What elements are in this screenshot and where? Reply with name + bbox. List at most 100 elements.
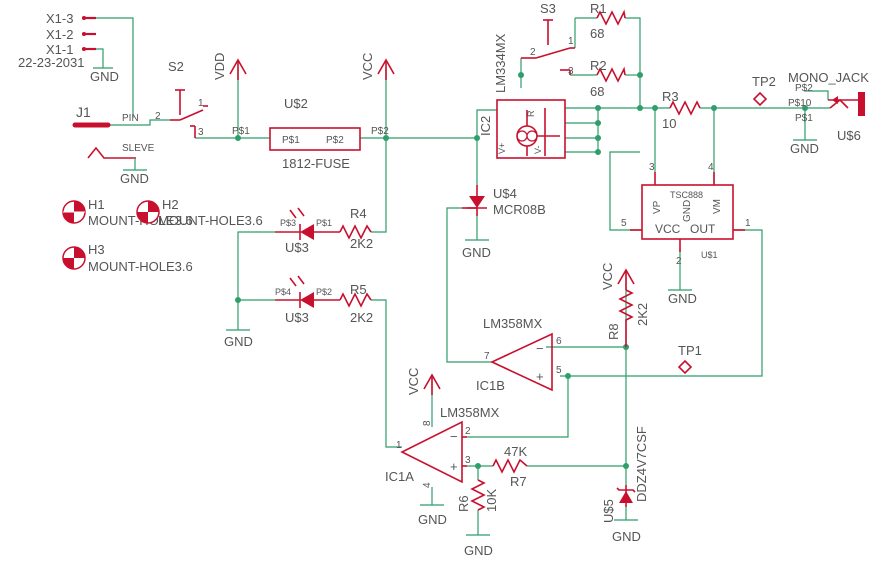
gnd-led: GND	[224, 329, 253, 349]
mono-jack-p2: P$2	[795, 83, 813, 94]
u5-gnd: GND	[612, 529, 641, 544]
s3-switch: S3 2 1 3	[521, 1, 575, 77]
u1-pin4: 4	[708, 162, 714, 173]
opamp-ic1a: − + LM358MX IC1A 1 2 3 8 4 GND	[385, 405, 500, 527]
r6-ref: R6	[456, 495, 471, 512]
ic1b-pin6: 6	[556, 336, 562, 347]
mono-jack-unit: U$6	[837, 128, 861, 143]
u1-pin1: 1	[745, 218, 751, 229]
vcc-ic1-symbol: VCC	[406, 368, 441, 395]
ic1b-ref: IC1B	[476, 378, 505, 393]
j1-ref: J1	[76, 104, 91, 120]
gnd-led-label: GND	[224, 334, 253, 349]
led-u3b-ref: U$3	[285, 310, 309, 325]
resistor-r4: R4 2K2	[339, 206, 373, 251]
h2-value: MOUNT-HOLE3.6	[158, 213, 263, 228]
ic1a-pin4: 4	[422, 482, 433, 488]
s2-pin1: 1	[198, 98, 204, 109]
ic1b-pin5: 5	[556, 365, 562, 376]
vcc-ic1-label: VCC	[406, 368, 421, 395]
h2-ref: H2	[162, 197, 179, 212]
r3-value: 10	[662, 116, 676, 131]
led-u3a-ref: U$3	[285, 240, 309, 255]
mono-jack-ref: MONO_JACK	[788, 70, 869, 85]
ic1a-pin2: 2	[465, 426, 471, 437]
x1-connector: X1-3 X1-2 X1-1 22-23-2031 GND	[18, 11, 119, 84]
ic2-lm334: LM334MX IC2 R V+ V-	[478, 33, 566, 159]
h3-value: MOUNT-HOLE3.6	[88, 259, 193, 274]
x1-pin1-label: X1-1	[46, 42, 73, 57]
fuse-ref: U$2	[284, 96, 308, 111]
u1-vp: VP	[652, 200, 663, 214]
x1-pin2-label: X1-2	[46, 27, 73, 42]
u1-pin3: 3	[649, 162, 655, 173]
vdd-symbol: VDD	[212, 53, 247, 80]
r3-ref: R3	[662, 89, 679, 104]
resistor-r1: R1 68	[590, 1, 626, 41]
r4-ref: R4	[350, 206, 367, 221]
s2-pin3: 3	[198, 127, 204, 138]
zener-u5: U$5 DDZ4V7CSF GND	[601, 426, 649, 544]
u5-part: DDZ4V7CSF	[634, 426, 649, 502]
scr-u4: U$4 MCR08B GND	[462, 185, 546, 260]
ic2-vplus: V+	[497, 143, 507, 154]
r2-value: 68	[590, 84, 604, 99]
r5-ref: R5	[350, 282, 367, 297]
fuse-p2: P$2	[326, 135, 344, 146]
resistor-r3: R3 10	[662, 89, 701, 131]
mono-jack-p10: P$10	[788, 98, 812, 109]
testpoint-tp1: TP1	[677, 343, 702, 375]
r7-value: 47K	[504, 444, 527, 459]
resistor-r6: R6 10K GND	[456, 479, 499, 558]
ic1b-minus: −	[536, 341, 544, 356]
x1-pin3-label: X1-3	[46, 11, 73, 26]
fuse-right-pin: P$2	[371, 126, 389, 137]
ic1a-minus: −	[450, 429, 458, 444]
j1-sleeve-label: SLEVE	[122, 143, 155, 154]
mount-hole-h2: H2 MOUNT-HOLE3.6	[136, 197, 263, 228]
u1-vcc: VCC	[655, 222, 681, 236]
mono-jack-p1: P$1	[795, 113, 813, 124]
fuse-u2: U$2 P$1 P$2 P$1 P$2 1812-FUSE	[232, 96, 389, 171]
ic1a-gnd: GND	[418, 512, 447, 527]
r8-ref: R8	[606, 323, 621, 340]
u5-ref: U$5	[601, 499, 616, 523]
mono-jack-gnd: GND	[790, 141, 819, 156]
s3-ref: S3	[540, 1, 556, 16]
ic1a-pin1: 1	[396, 440, 402, 451]
fuse-p1: P$1	[282, 135, 300, 146]
resistor-r8: R8 2K2	[606, 289, 650, 347]
mount-hole-h3: H3 MOUNT-HOLE3.6	[62, 242, 193, 274]
j1-jack: J1 PIN SLEVE GND	[72, 104, 155, 186]
r6-value: 10K	[484, 489, 499, 512]
led-u3b-p4: P$4	[275, 287, 291, 297]
s3-pin3: 3	[568, 66, 574, 77]
ic2-ref: IC2	[478, 116, 493, 136]
vcc-r8-symbol: VCC	[600, 263, 635, 290]
u1-pin5: 5	[621, 218, 627, 229]
mono-jack-u6: MONO_JACK P$2 P$10 P$1 U$6 GND	[788, 70, 869, 156]
tp1-ref: TP1	[678, 343, 702, 358]
resistor-r7: 47K R7	[492, 444, 528, 489]
led-u3a: P$3 P$1 U$3	[275, 207, 340, 255]
wires	[96, 17, 830, 535]
s2-pin2: 2	[155, 111, 161, 122]
ic2-part: LM334MX	[493, 33, 508, 93]
r2-ref: R2	[590, 58, 607, 73]
r1-ref: R1	[590, 1, 607, 16]
fuse-left-pin: P$1	[232, 126, 250, 137]
u1-gnd-label: GND	[668, 291, 697, 306]
vcc-r8-label: VCC	[600, 263, 615, 290]
r7-ref: R7	[510, 474, 527, 489]
u1-out: OUT	[690, 222, 716, 236]
u1-gnd-pin: GND	[682, 200, 693, 222]
tp2-ref: TP2	[752, 74, 776, 89]
ic2-vminus: V-	[533, 145, 543, 154]
u4-part: MCR08B	[493, 202, 546, 217]
s3-pin2: 2	[530, 47, 536, 58]
resistor-r5: R5 2K2	[339, 282, 373, 325]
ic2-r: R	[526, 110, 536, 117]
h1-ref: H1	[88, 197, 105, 212]
j1-gnd-label: GND	[120, 171, 149, 186]
